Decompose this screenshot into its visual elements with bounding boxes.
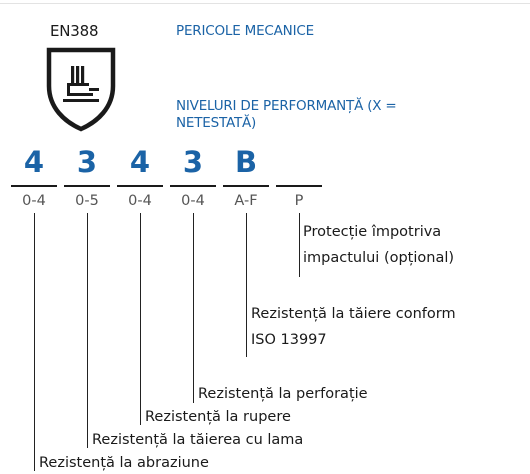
code-puncture-value: 3 bbox=[182, 145, 204, 179]
code-cut-iso-value: B bbox=[234, 145, 258, 179]
impact-description-line-1: Protecție împotriva bbox=[303, 224, 442, 240]
mechanical-hazards-heading: PERICOLE MECANICE bbox=[176, 23, 314, 39]
range-cut-iso: A-F bbox=[234, 193, 258, 209]
range-tear: 0-4 bbox=[128, 193, 152, 209]
range-puncture: 0-4 bbox=[181, 193, 205, 209]
leader-line-impact bbox=[299, 213, 300, 277]
code-underline bbox=[170, 185, 216, 187]
performance-levels-heading: NIVELURI DE PERFORMANȚĂ (X = NETESTATĂ) bbox=[176, 98, 406, 132]
leader-line-cut-iso bbox=[246, 213, 247, 357]
leader-line-blade-cut bbox=[87, 213, 88, 448]
range-impact: P bbox=[294, 193, 304, 209]
code-underline bbox=[276, 185, 322, 187]
glove-shield-icon bbox=[46, 47, 116, 132]
leader-line-abrasion bbox=[34, 213, 35, 471]
impact-description-line-2: impactului (opțional) bbox=[303, 250, 455, 266]
standard-name: EN388 bbox=[50, 22, 99, 40]
code-blade-cut-value: 3 bbox=[76, 145, 98, 179]
abrasion-description: Rezistență la abraziune bbox=[39, 455, 209, 471]
code-underline bbox=[64, 185, 110, 187]
leader-line-tear bbox=[140, 213, 141, 425]
performance-levels-line-1: NIVELURI DE PERFORMANȚĂ (X = bbox=[176, 98, 397, 114]
performance-levels-line-2: NETESTATĂ) bbox=[176, 115, 257, 131]
code-underline bbox=[117, 185, 163, 187]
blade-cut-description: Rezistență la tăierea cu lama bbox=[92, 432, 304, 448]
code-abrasion-value: 4 bbox=[23, 145, 45, 179]
cut-iso-description-line-2: ISO 13997 bbox=[251, 332, 327, 348]
code-underline bbox=[223, 185, 269, 187]
code-underline bbox=[11, 185, 57, 187]
cut-iso-description-line-1: Rezistență la tăiere conform bbox=[251, 306, 456, 322]
puncture-description: Rezistență la perforație bbox=[198, 386, 368, 402]
code-tear-value: 4 bbox=[129, 145, 151, 179]
leader-line-puncture bbox=[193, 213, 194, 403]
top-divider bbox=[0, 3, 530, 4]
range-abrasion: 0-4 bbox=[22, 193, 46, 209]
range-blade-cut: 0-5 bbox=[75, 193, 99, 209]
tear-description: Rezistență la rupere bbox=[145, 409, 291, 425]
